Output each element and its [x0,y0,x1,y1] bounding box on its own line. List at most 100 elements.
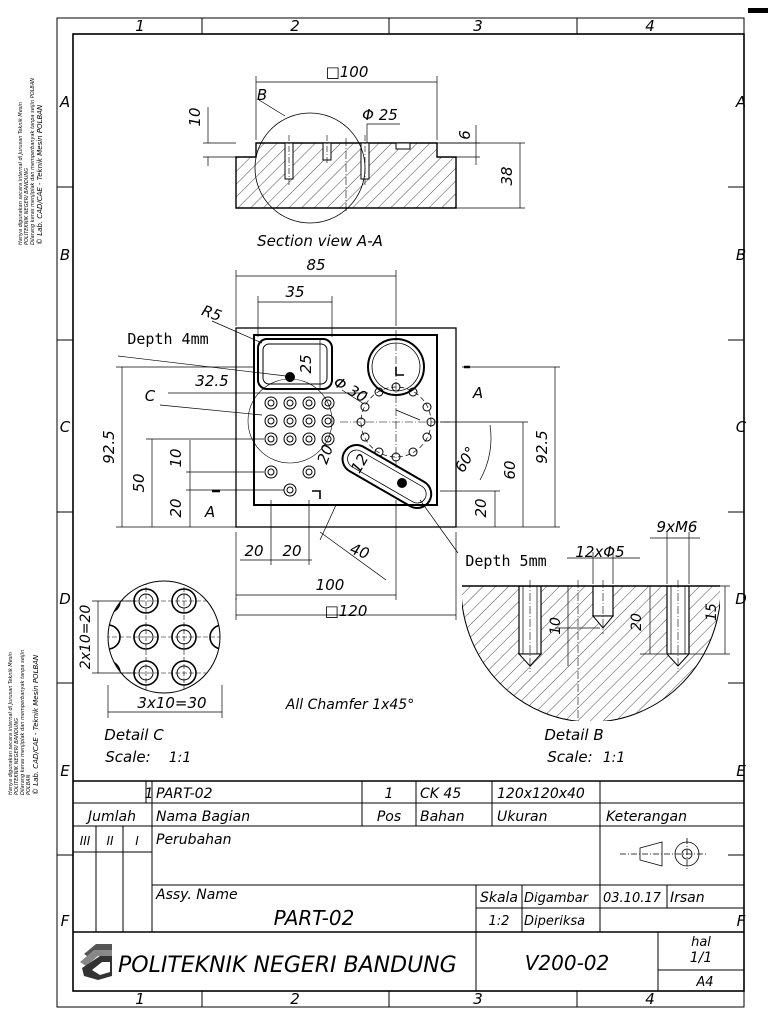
row-label-d-right: D [735,590,747,608]
row1-name: PART-02 [156,786,213,802]
projection-symbol-icon [620,838,706,870]
side-note-bottom: Hanya digunakan secara internal di Jurus… [8,650,40,795]
row1-pos: 1 [385,786,394,802]
dim-32-5: 32.5 [195,372,228,390]
detail-b-scale-value: 1:1 [603,750,626,766]
dim-15-detail-b: 15 [704,603,720,621]
row-label-b-right: B [736,246,746,264]
dim-40: 40 [348,540,372,563]
chamfer-note: All Chamfer 1x45° [285,697,414,713]
dim-85: 85 [306,256,325,274]
col-label-4: 4 [645,17,655,35]
row1-size: 120x120x40 [497,786,585,802]
dim-dia-25: Φ 25 [362,106,398,124]
detail-b-scale-label: Scale: [547,748,592,766]
dim-6: 6 [456,130,474,140]
detail-b: 9xM6 12xΦ5 10 20 15 Detail B Scale: 1:1 [462,518,730,766]
col-label-1-bottom: 1 [135,990,145,1008]
section-view: □100 B Φ 25 10 6 38 Section view A-A [186,63,525,250]
dim-20-right: 20 [472,498,490,517]
row1-material: CK 45 [420,786,461,802]
dim-dia-30: Φ 30 [331,373,371,406]
dim-20-bottom-2: 20 [282,542,301,560]
label-a-top: A [472,384,483,402]
revision-label: Perubahan [156,832,231,848]
side-note-top: Hanya digunakan secara internal di Jurus… [18,78,44,245]
label-a-bottom: A [204,503,215,521]
detail-c-caption: Detail C [104,726,164,744]
side-note-top-line-4: © Lab. CAD/CAE - Teknik Mesin POLBAN [36,104,44,245]
row1-qty: 1 [145,786,154,802]
side-note-bottom-line-3: Dilarang keras menjiplak dan memperbanya… [20,649,26,795]
dim-20-bottom-1: 20 [244,542,263,560]
polban-logo-icon [80,944,112,980]
dim-100-plan: 100 [316,576,345,594]
col-label-2: 2 [290,17,300,35]
depth-4mm-note: Depth 4mm [127,330,208,348]
dim-12xd5: 12xΦ5 [575,543,624,561]
dim-60: 60 [501,460,519,479]
institution-name: POLITEKNIK NEGERI BANDUNG [118,953,457,978]
detail-c-scale-label: Scale: [105,748,150,766]
header-qty: Jumlah [85,809,136,825]
row-label-f-right: F [737,912,746,930]
col-label-2-bottom: 2 [290,990,300,1008]
detail-c: 2x10=20 3x10=30 Detail C Scale: 1:1 [78,580,223,766]
drawing-number: V200-02 [525,951,610,975]
digambar-date: 03.10.17 [603,891,662,906]
hal-label: hal [691,935,711,950]
detail-b-caption: Detail B [544,726,603,744]
label-b: B [257,86,267,104]
row-label-c: C [60,418,71,436]
dim-20-mid: 20 [314,442,337,466]
revision-ii: II [106,834,114,848]
dim-square-100: □100 [326,63,369,81]
part-name: PART-02 [274,906,355,930]
col-label-3-bottom: 3 [473,990,483,1008]
digambar-name: Irsan [670,890,705,906]
detail-c-scale-value: 1:1 [169,750,192,766]
row-label-a-right: A [735,93,746,111]
row-label-e: E [60,762,70,780]
row-label-f: F [61,912,70,930]
dim-square-120: □120 [325,602,368,620]
row-label-b: B [60,246,70,264]
skala-value: 1:2 [489,914,510,929]
revision-iii: III [80,834,91,848]
row-label-c-right: C [736,418,747,436]
depth-5mm-note: Depth 5mm [465,552,546,570]
header-name: Nama Bagian [156,809,250,825]
section-caption: Section view A-A [257,232,383,250]
revision-i: I [135,834,139,848]
row-label-e-right: E [736,762,746,780]
dim-92-5-left: 92.5 [100,430,118,463]
plan-view: 85 35 R5 Depth 4mm 25 32.5 Φ 30 C A A 92… [100,256,560,620]
title-block [73,780,744,991]
header-material: Bahan [420,809,465,825]
hole-grid [264,396,335,497]
dim-10-plan: 10 [167,448,185,467]
sheet-frame [56,17,745,1008]
row-label-a: A [59,93,70,111]
skala-label: Skala [480,890,518,906]
header-size: Ukuran [497,809,547,825]
dim-50: 50 [130,473,148,492]
header-remark: Keterangan [606,809,687,825]
side-note-bottom-line-5: © Lab. CAD/CAE - Teknik Mesin POLBAN [32,654,40,795]
dim-38: 38 [498,166,516,185]
hal-value: 1/1 [690,950,713,966]
assy-label: Assy. Name [155,887,238,903]
label-c: C [145,387,156,405]
paper-size: A4 [695,975,713,990]
row-label-d: D [59,590,71,608]
dim-25: 25 [297,354,315,373]
dim-20-left: 20 [167,498,185,517]
dim-92-5-right: 92.5 [533,430,551,463]
dim-10-detail-b: 10 [548,617,564,635]
header-pos: Pos [377,809,401,825]
dim-r5: R5 [199,301,224,325]
col-label-4-bottom: 4 [645,990,655,1008]
dim-2x10: 2x10=20 [78,605,94,670]
col-label-3: 3 [473,17,483,35]
